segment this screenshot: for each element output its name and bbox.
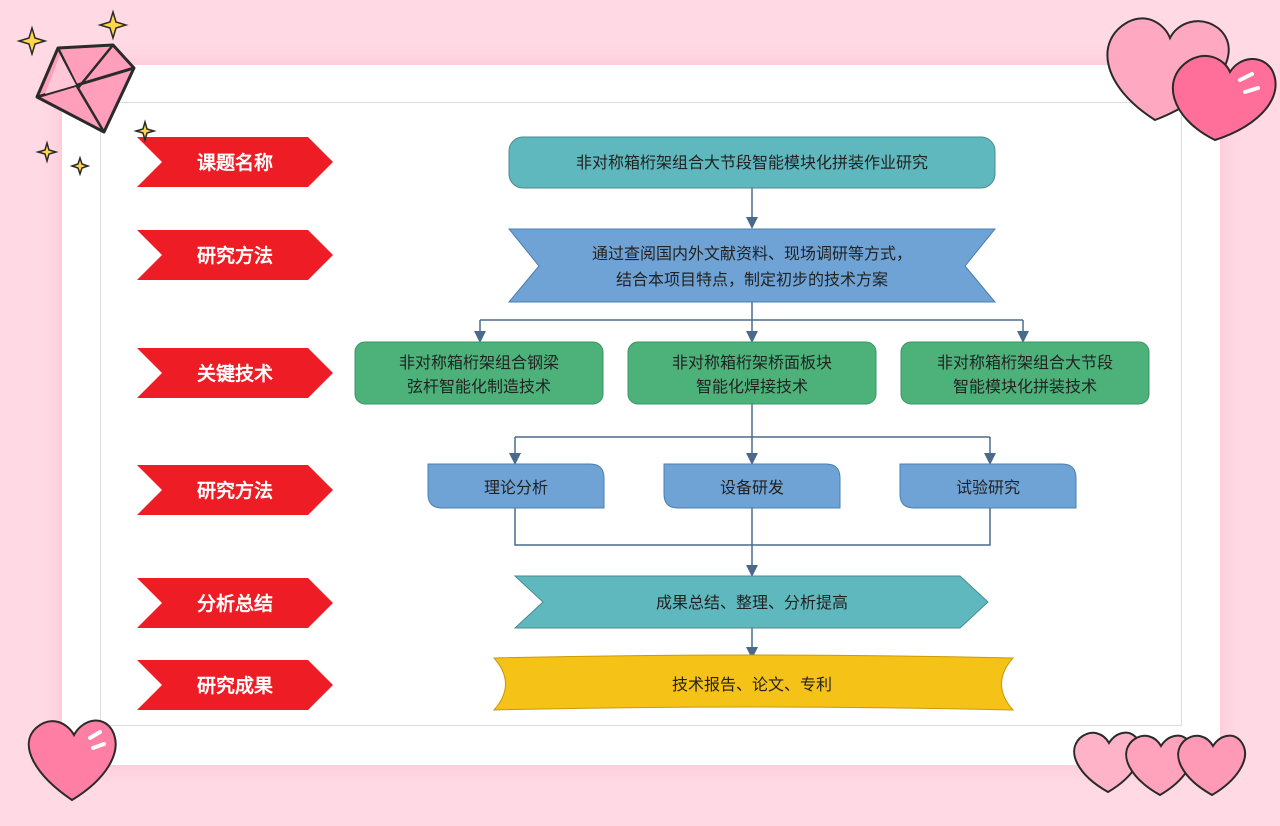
diamond-icon	[35, 43, 136, 134]
svg-text:非对称箱桁架组合钢梁: 非对称箱桁架组合钢梁	[399, 353, 559, 372]
heart-icon	[1073, 731, 1247, 797]
key-tech-box-1: 非对称箱桁架组合钢梁 弦杆智能化制造技术	[354, 341, 604, 405]
row-label-topic: 课题名称	[137, 137, 333, 187]
row-label-results: 研究成果	[137, 660, 333, 710]
svg-text:理论分析: 理论分析	[484, 478, 548, 497]
method-theory-box: 理论分析	[427, 463, 605, 509]
key-tech-box-3: 非对称箱桁架组合大节段 智能模块化拼装技术	[900, 341, 1150, 405]
svg-text:结合本项目特点，制定初步的技术方案: 结合本项目特点，制定初步的技术方案	[616, 270, 888, 289]
method-equipment-box: 设备研发	[663, 463, 841, 509]
connector-lines	[474, 188, 1029, 659]
key-tech-box-2: 非对称箱桁架桥面板块 智能化焊接技术	[627, 341, 877, 405]
svg-text:课题名称: 课题名称	[197, 151, 273, 174]
svg-text:通过查阅国内外文献资料、现场调研等方式，: 通过查阅国内外文献资料、现场调研等方式，	[592, 244, 912, 263]
svg-text:研究成果: 研究成果	[197, 674, 273, 697]
svg-text:设备研发: 设备研发	[720, 478, 784, 497]
svg-text:试验研究: 试验研究	[956, 478, 1020, 497]
title-box: 非对称箱桁架组合大节段智能模块化拼装作业研究	[508, 136, 996, 189]
method-box: 通过查阅国内外文献资料、现场调研等方式， 结合本项目特点，制定初步的技术方案	[507, 228, 997, 303]
svg-text:弦杆智能化制造技术: 弦杆智能化制造技术	[407, 377, 551, 396]
svg-text:成果总结、整理、分析提高: 成果总结、整理、分析提高	[656, 593, 848, 612]
svg-text:关键技术: 关键技术	[197, 362, 273, 385]
method-test-box: 试验研究	[899, 463, 1077, 509]
sparkle-icon	[16, 9, 157, 177]
results-banner: 技术报告、论文、专利	[492, 654, 1015, 711]
heart-icon	[27, 719, 117, 802]
row-label-key-tech: 关键技术	[137, 348, 333, 398]
svg-text:分析总结: 分析总结	[197, 592, 273, 615]
summary-box: 成果总结、整理、分析提高	[513, 575, 989, 629]
svg-text:研究方法: 研究方法	[197, 479, 273, 502]
svg-text:智能化焊接技术: 智能化焊接技术	[696, 377, 808, 396]
svg-text:智能模块化拼装技术: 智能模块化拼装技术	[953, 377, 1097, 396]
heart-icon	[1106, 17, 1277, 142]
row-label-summary: 分析总结	[137, 578, 333, 628]
svg-text:技术报告、论文、专利: 技术报告、论文、专利	[672, 675, 832, 694]
row-label-method: 研究方法	[137, 230, 333, 280]
svg-text:非对称箱桁架组合大节段: 非对称箱桁架组合大节段	[937, 353, 1113, 372]
row-label-method-2: 研究方法	[137, 465, 333, 515]
svg-text:非对称箱桁架桥面板块: 非对称箱桁架桥面板块	[672, 353, 832, 372]
svg-text:非对称箱桁架组合大节段智能模块化拼装作业研究: 非对称箱桁架组合大节段智能模块化拼装作业研究	[576, 153, 928, 172]
svg-text:研究方法: 研究方法	[197, 244, 273, 267]
